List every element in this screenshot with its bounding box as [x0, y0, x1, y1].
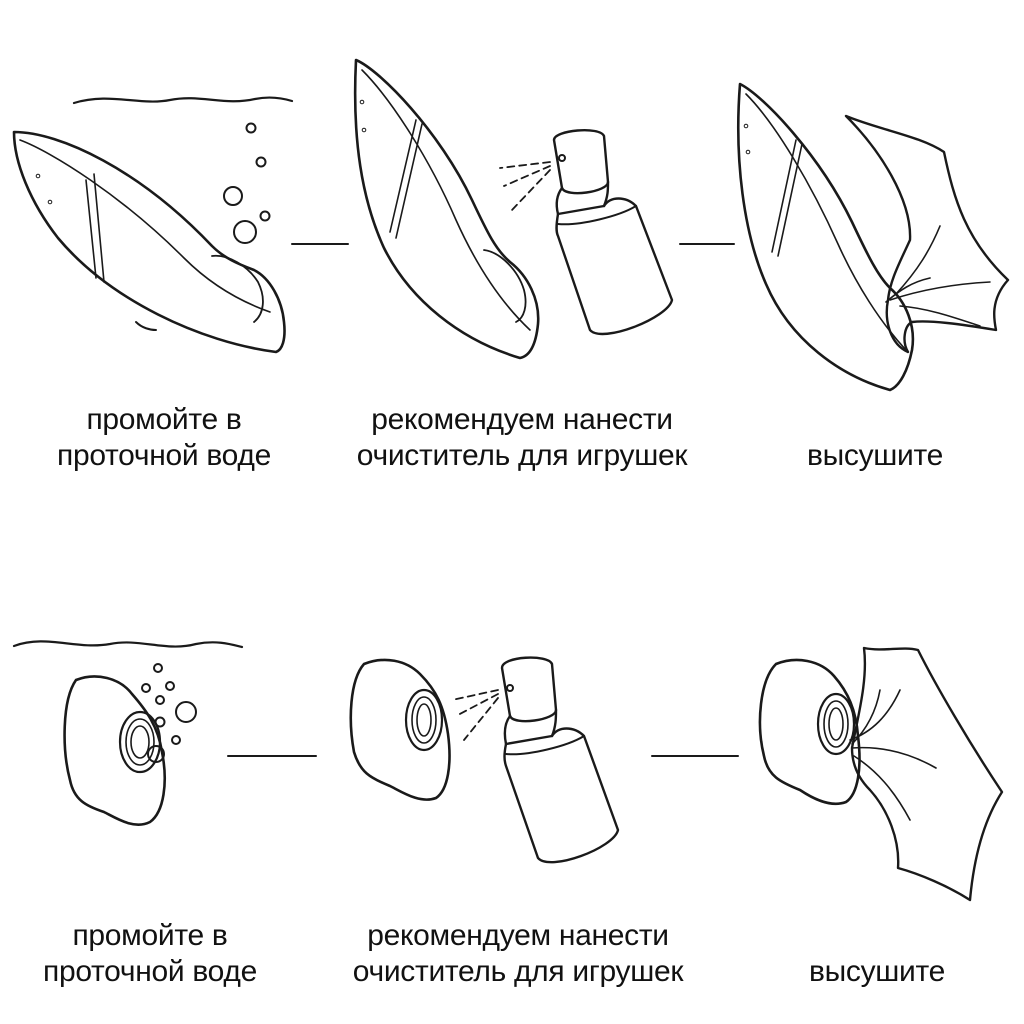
caption-line: высушите — [808, 955, 945, 988]
row2-step3-illustration — [758, 646, 1004, 902]
cloth-icon — [844, 114, 1010, 354]
row1-step1-caption: промойте в проточной воде — [30, 402, 298, 474]
caption-line: промойте в — [86, 403, 242, 436]
spray-bottle-icon — [499, 129, 674, 336]
bubbles-icon — [223, 122, 271, 244]
row1-step2-caption: рекомендуем нанести очиститель для игруш… — [334, 402, 710, 474]
bubbles-icon — [141, 663, 197, 763]
row2-step1-caption: промойте в проточной воде — [16, 918, 284, 990]
caption-line: очиститель для игрушек — [356, 439, 688, 472]
device-icon — [353, 58, 540, 360]
water-surface-icon — [72, 96, 294, 105]
nozzle-attachment-icon — [349, 658, 451, 801]
caption-line: рекомендуем нанести — [367, 919, 669, 952]
water-surface-icon — [12, 640, 244, 649]
caption-line: проточной воде — [43, 955, 257, 988]
caption-line: проточной воде — [57, 439, 271, 472]
caption-line: промойте в — [72, 919, 228, 952]
row1-step3-illustration — [736, 82, 1010, 392]
nozzle-attachment-icon — [758, 658, 861, 806]
caption-line: рекомендуем нанести — [371, 403, 673, 436]
row2-step1-illustration — [12, 640, 244, 826]
row1-step3-caption: высушите — [770, 438, 980, 474]
row1-step2-illustration — [353, 58, 674, 360]
spray-mist — [451, 689, 499, 741]
cloth-icon — [849, 646, 1004, 902]
device-icon — [12, 130, 286, 354]
row2-step2-caption: рекомендуем нанести очиститель для игруш… — [330, 918, 706, 990]
spray-bottle-icon — [451, 656, 620, 864]
row1-step1-illustration — [12, 96, 294, 354]
caption-line: очиститель для игрушек — [352, 955, 684, 988]
caption-line: высушите — [806, 439, 943, 472]
device-icon — [736, 82, 915, 392]
row2-step2-illustration — [349, 656, 620, 864]
row2-step3-caption: высушите — [772, 954, 982, 990]
nozzle-attachment-icon — [63, 675, 166, 826]
spray-mist — [499, 161, 551, 211]
